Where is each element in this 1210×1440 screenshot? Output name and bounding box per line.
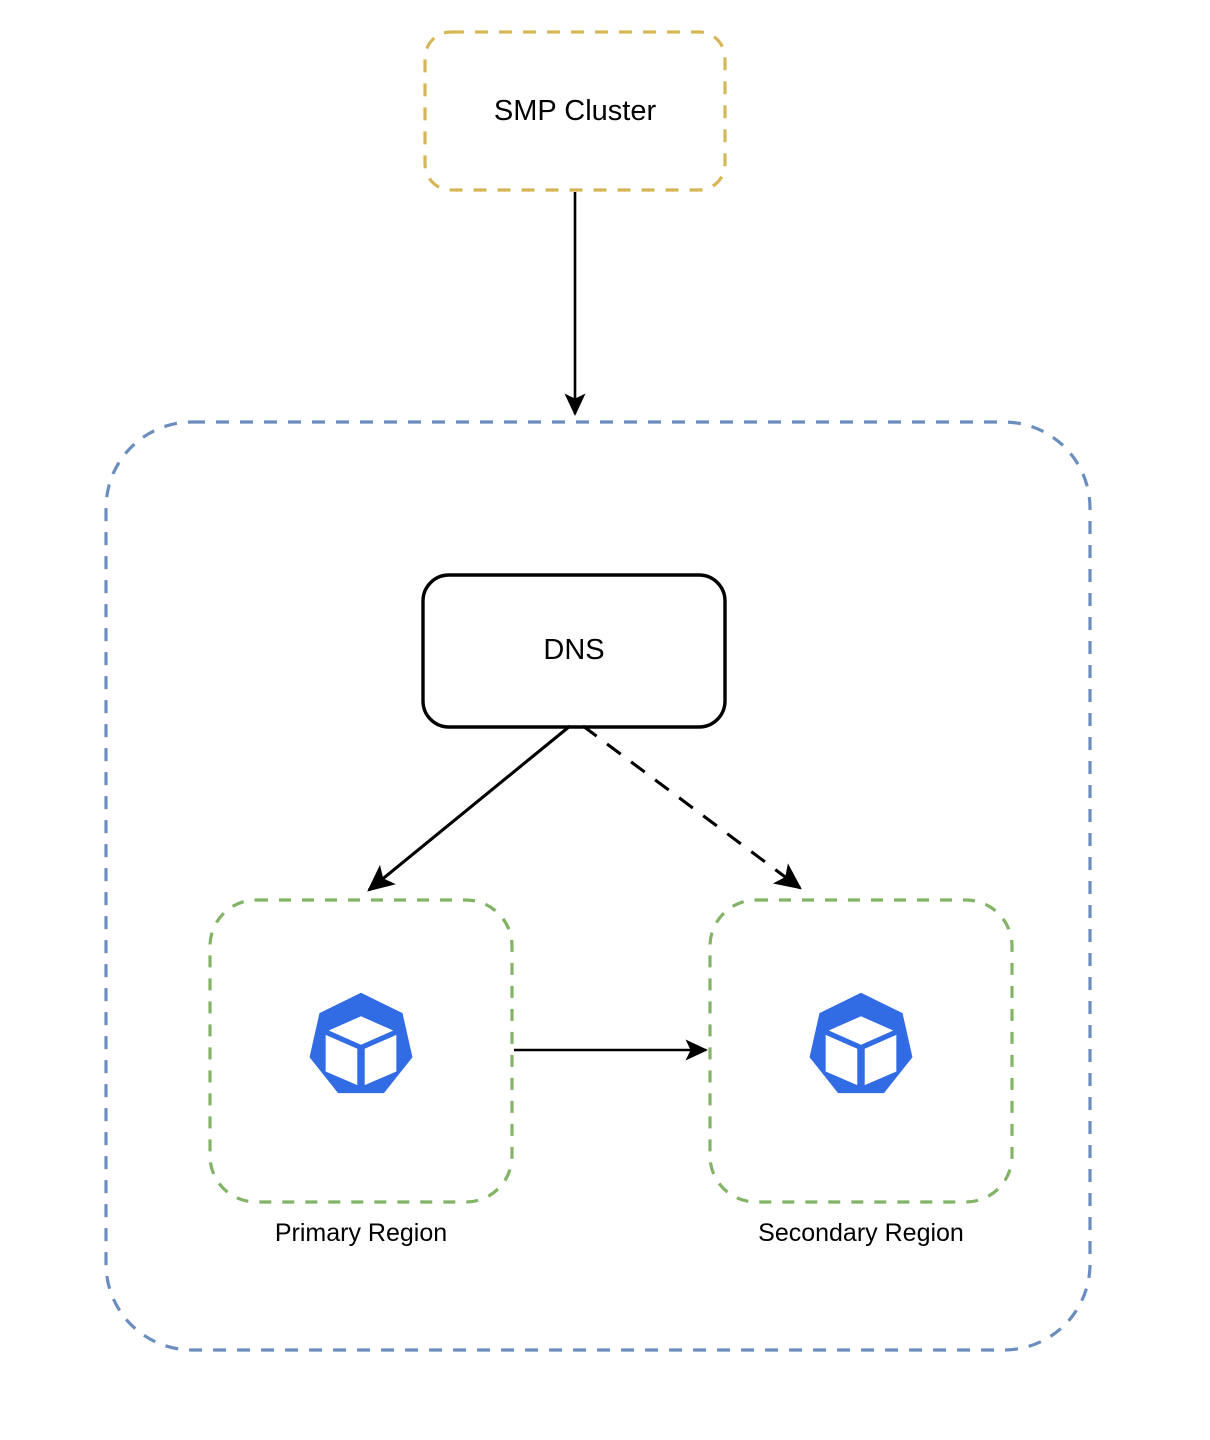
kubernetes-icon [809,992,913,1094]
edge-dns-to-primary [367,724,571,892]
smp-cluster-box[interactable] [423,30,727,192]
dns-box[interactable] [421,573,727,729]
secondary-region-label: Secondary Region [758,1219,964,1247]
primary-region-label: Primary Region [274,1219,448,1247]
smp-cluster-label: SMP Cluster [493,95,657,127]
dns-label: DNS [543,634,605,666]
cloud-container-box [104,420,1092,1352]
kubernetes-icon [309,992,413,1094]
edge-dns-to-secondary [582,724,802,890]
